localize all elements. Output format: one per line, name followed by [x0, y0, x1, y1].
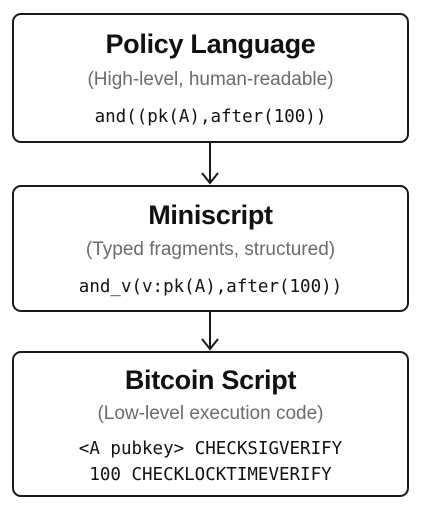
policy-language-subtitle: (High-level, human-readable) [87, 69, 334, 90]
arrow-down-icon [201, 143, 219, 185]
policy-language-box: Policy Language (High-level, human-reada… [12, 13, 409, 143]
bitcoin-script-title: Bitcoin Script [124, 365, 297, 395]
bitcoin-script-subtitle: (Low-level execution code) [97, 403, 324, 424]
policy-language-title: Policy Language [105, 29, 316, 59]
policy-language-code: and((pk(A),after(100)) [94, 107, 327, 127]
miniscript-subtitle: (Typed fragments, structured) [85, 239, 336, 260]
bitcoin-script-box: Bitcoin Script (Low-level execution code… [12, 351, 409, 497]
bitcoin-script-code-line-2: 100 CHECKLOCKTIMEVERIFY [89, 465, 332, 485]
miniscript-code: and_v(v:pk(A),after(100)) [78, 277, 343, 297]
miniscript-box: Miniscript (Typed fragments, structured)… [12, 185, 409, 312]
miniscript-title: Miniscript [148, 200, 273, 230]
arrow-down-icon [201, 312, 219, 351]
bitcoin-script-code-line-1: <A pubkey> CHECKSIGVERIFY [78, 439, 343, 459]
